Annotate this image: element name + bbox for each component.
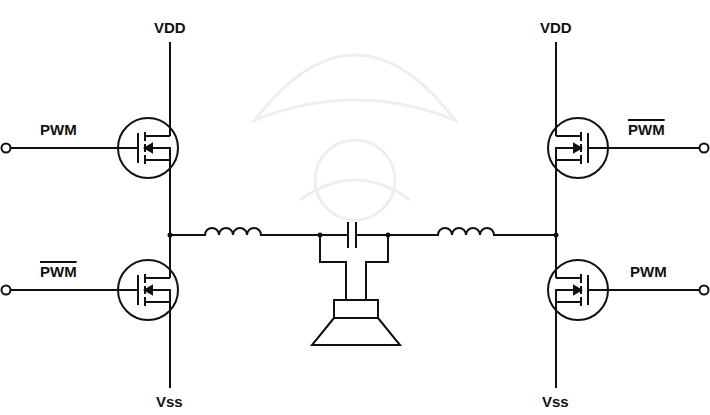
wire	[169, 160, 171, 278]
gate-terminal	[700, 144, 709, 153]
watermark-emblem	[255, 55, 455, 220]
gate-terminal	[700, 286, 709, 295]
signal-label: PWM	[40, 122, 77, 139]
mosfet-symbol	[548, 118, 709, 178]
body-arrow	[145, 286, 152, 294]
body-arrow	[145, 144, 152, 152]
wire	[555, 42, 557, 136]
drain-source	[556, 278, 581, 302]
mosfet-symbol	[548, 260, 709, 320]
wire	[555, 302, 557, 388]
body-arrow	[574, 144, 581, 152]
supply-label: VDD	[154, 20, 186, 37]
mosfet-symbol	[2, 118, 179, 178]
supply-label: VDD	[540, 20, 572, 37]
wire	[169, 302, 171, 388]
junction-dots	[168, 233, 559, 238]
signal-label: PWM	[628, 122, 665, 139]
gate-terminal	[2, 144, 11, 153]
capacitor-symbol	[348, 222, 356, 248]
drain-source	[145, 278, 170, 302]
drain-source	[145, 136, 170, 160]
speaker-cone	[312, 318, 400, 345]
drain-source	[556, 136, 581, 160]
wire	[320, 235, 388, 300]
body-arrow	[574, 286, 581, 294]
wire	[555, 160, 557, 278]
supply-label: Vss	[542, 394, 569, 411]
mosfet-symbol	[2, 260, 179, 320]
supply-label: Vss	[156, 394, 183, 411]
wiring	[2, 42, 709, 388]
wire	[169, 42, 171, 136]
signal-label: PWM	[630, 264, 667, 281]
gate-terminal	[2, 286, 11, 295]
speaker-symbol	[334, 300, 378, 318]
signal-label: PWM	[40, 264, 77, 281]
